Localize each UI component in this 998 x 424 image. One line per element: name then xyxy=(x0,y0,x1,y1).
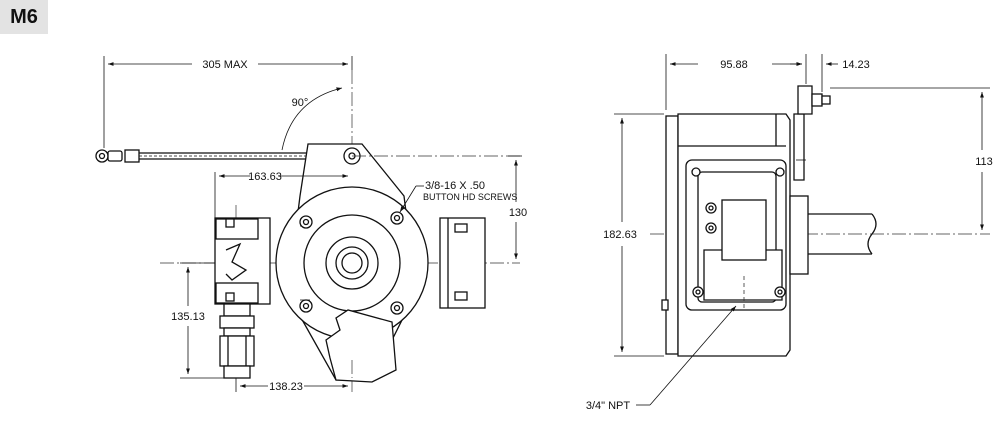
output-shaft xyxy=(789,195,877,275)
dim-side-height: 182.63 xyxy=(603,229,637,241)
dim-mount-distance: 163.63 xyxy=(248,171,282,183)
screw-spec: 3/8-16 X .50 xyxy=(425,180,485,192)
screw-type: BUTTON HD SCREWS xyxy=(423,192,517,202)
dim-side-right: 113 xyxy=(975,156,993,168)
dim-side-top-left: 95.88 xyxy=(720,59,748,71)
bolt-heads xyxy=(299,211,404,315)
side-view: 95.88 14.23 113 182.63 3/4" NPT xyxy=(586,54,993,412)
dim-angle: 90° xyxy=(292,97,309,109)
dim-overall-length: 305 MAX xyxy=(202,59,248,71)
bottom-connector xyxy=(219,303,255,379)
model-tag: M6 xyxy=(0,0,48,34)
cable-assembly xyxy=(95,149,340,163)
dim-side-top-right: 14.23 xyxy=(842,59,870,71)
dim-bottom-width: 138.23 xyxy=(269,381,303,393)
top-bracket xyxy=(793,85,831,181)
front-view: 305 MAX 90° xyxy=(95,56,527,395)
dim-side-height: 135.13 xyxy=(171,311,205,323)
port-label: 3/4" NPT xyxy=(586,400,631,412)
dim-height: 130 xyxy=(509,207,527,219)
